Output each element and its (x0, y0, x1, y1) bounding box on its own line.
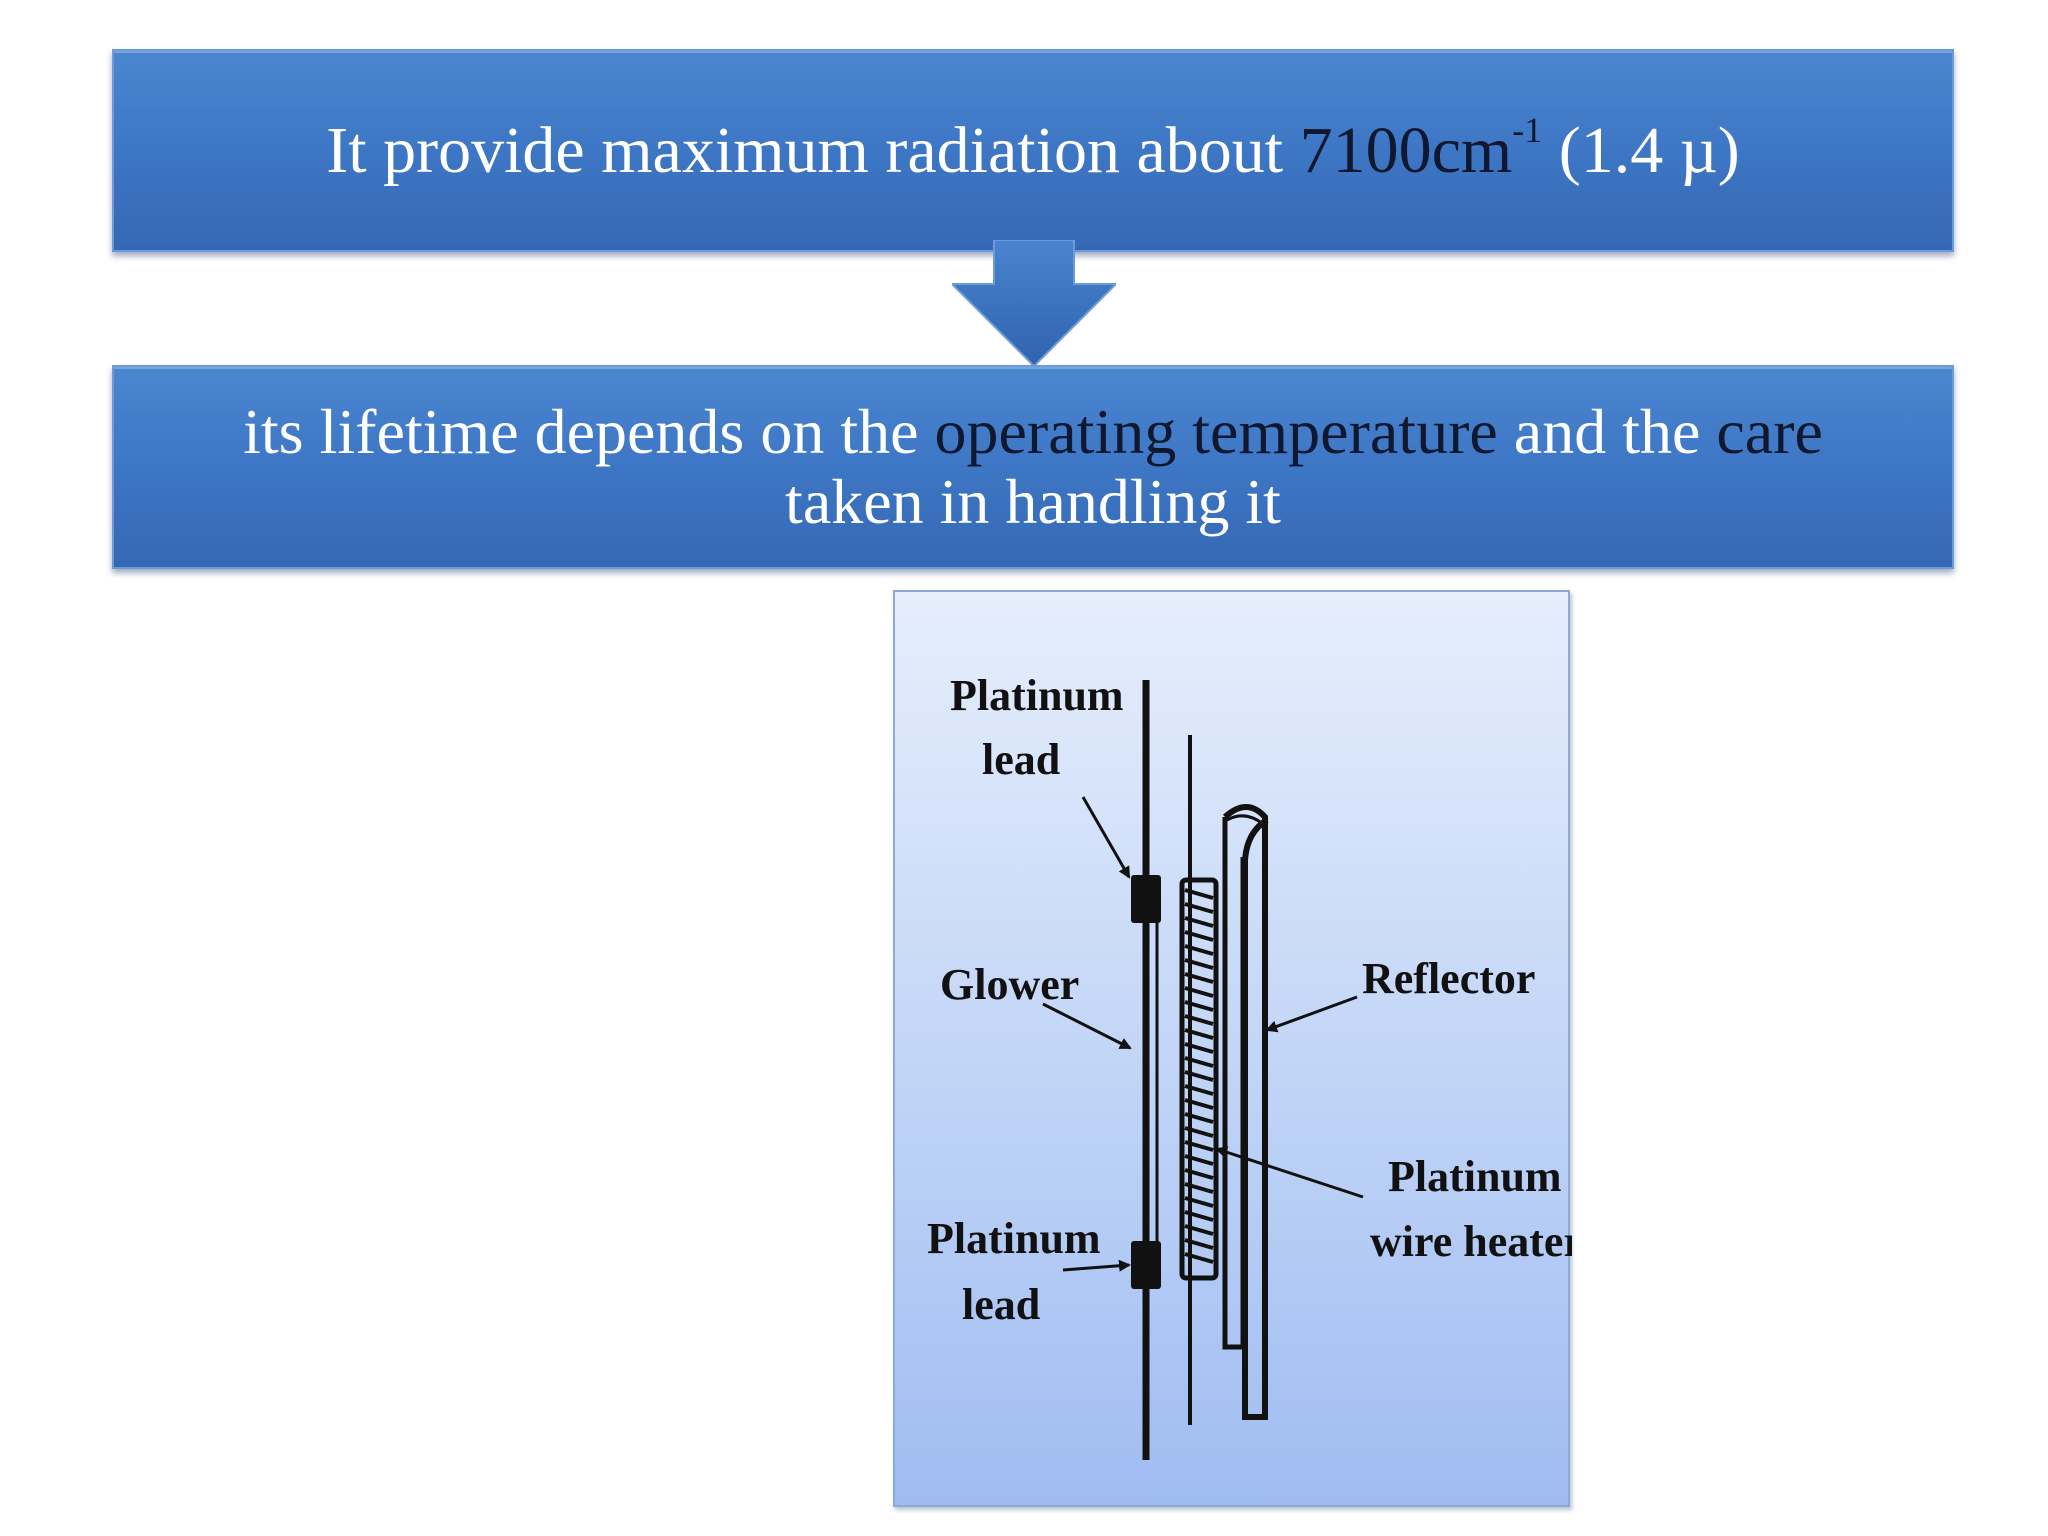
heater-label-1: Platinum (1388, 1152, 1562, 1201)
platinum-lead-bottom-pointer (1062, 1259, 1131, 1272)
radiation-text: It provide maximum radiation about 7100c… (326, 112, 1740, 189)
heater-coil (1179, 877, 1219, 1281)
reflector-label: Reflector (1362, 954, 1535, 1003)
lifetime-text-operating-temperature: operating temperature (934, 396, 1498, 467)
lifetime-text-part3: and the (1497, 396, 1717, 467)
platinum-lead-top-label-2: lead (982, 735, 1060, 784)
radiation-value-number: 7100cm (1299, 113, 1513, 187)
lifetime-text-part5: taken in handling it (785, 466, 1281, 537)
glower-pointer (1042, 1002, 1132, 1050)
heater-pointer (1215, 1146, 1364, 1199)
lifetime-text-part1: its lifetime depends on the (243, 396, 935, 467)
platinum-lead-bottom-clamp (1131, 1241, 1161, 1289)
reflector-pointer (1265, 995, 1358, 1033)
radiation-banner: It provide maximum radiation about 7100c… (112, 49, 1954, 252)
heater-label-2: wire heater (1370, 1217, 1572, 1266)
platinum-lead-bottom-label-1: Platinum (927, 1214, 1101, 1263)
platinum-lead-top-clamp (1131, 875, 1161, 923)
lifetime-text: its lifetime depends on the operating te… (174, 397, 1892, 537)
platinum-lead-top-pointer (1081, 796, 1131, 879)
radiation-value: 7100cm-1 (1299, 112, 1543, 187)
platinum-lead-bottom-label-2: lead (962, 1280, 1040, 1329)
radiation-exponent: -1 (1512, 109, 1543, 150)
radiation-prefix: It provide maximum radiation about (326, 113, 1300, 187)
nernst-glower-diagram: Platinum lead Glower Reflector Platinum … (893, 590, 1572, 1507)
platinum-lead-top-label-1: Platinum (950, 671, 1124, 720)
radiation-suffix: (1.4 µ) (1542, 113, 1740, 187)
lifetime-text-care: care (1716, 396, 1823, 467)
lifetime-banner: its lifetime depends on the operating te… (112, 365, 1954, 569)
nernst-glower-drawing: Platinum lead Glower Reflector Platinum … (927, 671, 1572, 1460)
down-arrow-icon (952, 240, 1116, 366)
glower-label: Glower (940, 960, 1079, 1009)
reflector (1222, 804, 1269, 1420)
